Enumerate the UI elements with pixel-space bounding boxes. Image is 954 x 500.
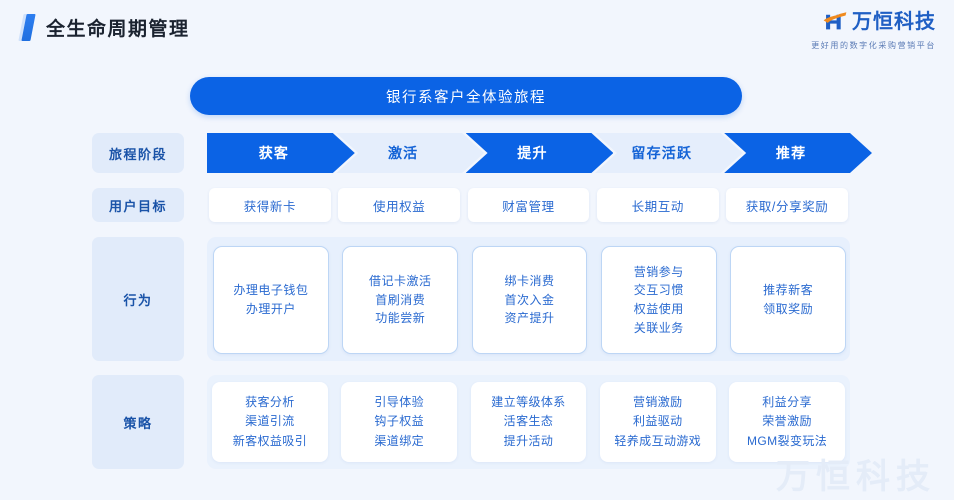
strategy-line: 渠道引流 (245, 414, 295, 429)
behavior-line: 领取奖励 (763, 302, 814, 316)
behavior-line: 首刷消费 (375, 292, 426, 307)
strategy-line: 建立等级体系 (491, 395, 566, 410)
strategy-line: 钩子权益 (374, 414, 424, 429)
logo-tagline: 更好用的数字化采购营销平台 (811, 41, 936, 50)
stage-chevron-label: 推荐 (775, 145, 807, 161)
title-block: 全生命周期管理 (21, 14, 190, 41)
strategy-card-lines: 引导体验钩子权益渠道绑定 (374, 393, 424, 451)
stage-chevron-label: 激活 (387, 145, 419, 161)
behavior-card-lines: 绑卡消费首次入金资产提升 (504, 272, 554, 328)
strategy-line: 活客生态 (503, 414, 554, 429)
stage-chevron-5[interactable]: 推荐 (724, 133, 872, 173)
strategy-card-lines: 营销激励利益驱动轻养成互动游戏 (614, 393, 701, 451)
goal-card-2[interactable]: 使用权益 (338, 188, 461, 222)
row-label-stage: 旅程阶段 (92, 133, 184, 173)
strategy-line: 引导体验 (374, 395, 424, 410)
behavior-line: 关联业务 (633, 320, 684, 335)
behavior-line: 营销参与 (633, 264, 684, 279)
strategy-card-4[interactable]: 营销激励利益驱动轻养成互动游戏 (599, 382, 716, 462)
row-label-strategy: 策略 (92, 375, 184, 469)
behavior-line: 绑卡消费 (504, 274, 555, 289)
strategy-line: 获客分析 (245, 395, 295, 410)
behavior-card-lines: 营销参与交互习惯权益使用关联业务 (634, 263, 684, 337)
logo-name: 万恒科技 (852, 11, 936, 33)
behavior-line: 办理电子钱包 (233, 283, 309, 298)
strategy-panel: 获客分析渠道引流新客权益吸引 引导体验钩子权益渠道绑定 建立等级体系活客生态提升活动… (207, 375, 850, 469)
behavior-card-lines: 推荐新客领取奖励 (763, 281, 813, 318)
watermark: 万恒科技 (776, 458, 936, 496)
behavior-card-3[interactable]: 绑卡消费首次入金资产提升 (471, 246, 588, 354)
strategy-card-1[interactable]: 获客分析渠道引流新客权益吸引 (212, 382, 328, 462)
behavior-line: 资产提升 (504, 311, 555, 326)
h-monogram-icon (823, 12, 847, 30)
behavior-line: 借记卡激活 (368, 274, 432, 289)
strategy-line: 营销激励 (632, 395, 683, 410)
stage-chevron-1[interactable]: 获客 (207, 133, 355, 173)
strategy-line: 新客权益吸引 (232, 433, 308, 448)
behavior-card-2[interactable]: 借记卡激活首刷消费功能尝新 (342, 246, 459, 354)
stage-chevron-3[interactable]: 提升 (466, 133, 614, 173)
behavior-line: 交互习惯 (633, 283, 684, 298)
behavior-line: 首次入金 (504, 292, 555, 307)
behavior-card-5[interactable]: 推荐新客领取奖励 (730, 246, 846, 354)
journey-banner: 银行系客户全体验旅程 (190, 77, 742, 115)
goal-card-4[interactable]: 长期互动 (596, 188, 719, 222)
strategy-line: 渠道绑定 (374, 433, 424, 448)
stage-chevron-label: 留存活跃 (631, 145, 693, 161)
behavior-panel: 办理电子钱包办理开户 借记卡激活首刷消费功能尝新 绑卡消费首次入金资产提升 营销参与交… (207, 237, 850, 361)
behavior-card-1[interactable]: 办理电子钱包办理开户 (213, 246, 329, 354)
page-title: 全生命周期管理 (46, 19, 190, 40)
behavior-card-4[interactable]: 营销参与交互习惯权益使用关联业务 (600, 246, 717, 354)
stage-chevron-row: 获客 激活 提升 留存活跃 推荐 (207, 133, 850, 173)
goal-card-1[interactable]: 获得新卡 (209, 188, 331, 222)
strategy-card-lines: 利益分享荣誉激励 MGM裂变玩法 (747, 393, 827, 451)
logo-row: 万恒科技 (811, 9, 936, 35)
strategy-card-lines: 获客分析渠道引流新客权益吸引 (233, 393, 307, 451)
behavior-line: 权益使用 (633, 302, 684, 316)
brand-logo: 万恒科技 更好用的数字化采购营销平台 (811, 9, 936, 51)
stage-chevron-4[interactable]: 留存活跃 (595, 133, 743, 173)
row-label-behavior: 行为 (92, 237, 184, 361)
strategy-card-3[interactable]: 建立等级体系活客生态提升活动 (470, 382, 587, 462)
strategy-line: 提升活动 (503, 433, 554, 448)
behavior-card-lines: 借记卡激活首刷消费功能尝新 (369, 272, 432, 328)
strategy-line: 荣誉激励 (762, 414, 812, 429)
goal-row: 获得新卡使用权益财富管理长期互动获取/分享奖励 (207, 188, 850, 222)
page-header: 全生命周期管理 万恒科技 更好用的数字化采购营销平台 (0, 0, 954, 58)
stage-chevron-label: 获客 (258, 145, 290, 161)
strategy-line: MGM裂变玩法 (747, 433, 828, 448)
behavior-line: 推荐新客 (763, 283, 814, 298)
accent-bar-icon (21, 14, 36, 41)
behavior-card-lines: 办理电子钱包办理开户 (233, 281, 308, 318)
strategy-line: 轻养成互动游戏 (614, 433, 702, 448)
strategy-card-lines: 建立等级体系活客生态提升活动 (491, 393, 565, 451)
goal-card-5[interactable]: 获取/分享奖励 (726, 188, 848, 222)
stage-chevron-label: 提升 (517, 145, 548, 161)
stage-chevron-2[interactable]: 激活 (336, 133, 484, 173)
strategy-line: 利益分享 (762, 395, 812, 410)
behavior-line: 办理开户 (245, 302, 296, 316)
strategy-card-5[interactable]: 利益分享荣誉激励 MGM裂变玩法 (729, 382, 845, 462)
goal-card-3[interactable]: 财富管理 (467, 188, 590, 222)
strategy-line: 利益驱动 (632, 414, 683, 429)
behavior-line: 功能尝新 (375, 311, 426, 326)
row-label-goal: 用户目标 (92, 188, 184, 222)
strategy-card-2[interactable]: 引导体验钩子权益渠道绑定 (341, 382, 458, 462)
